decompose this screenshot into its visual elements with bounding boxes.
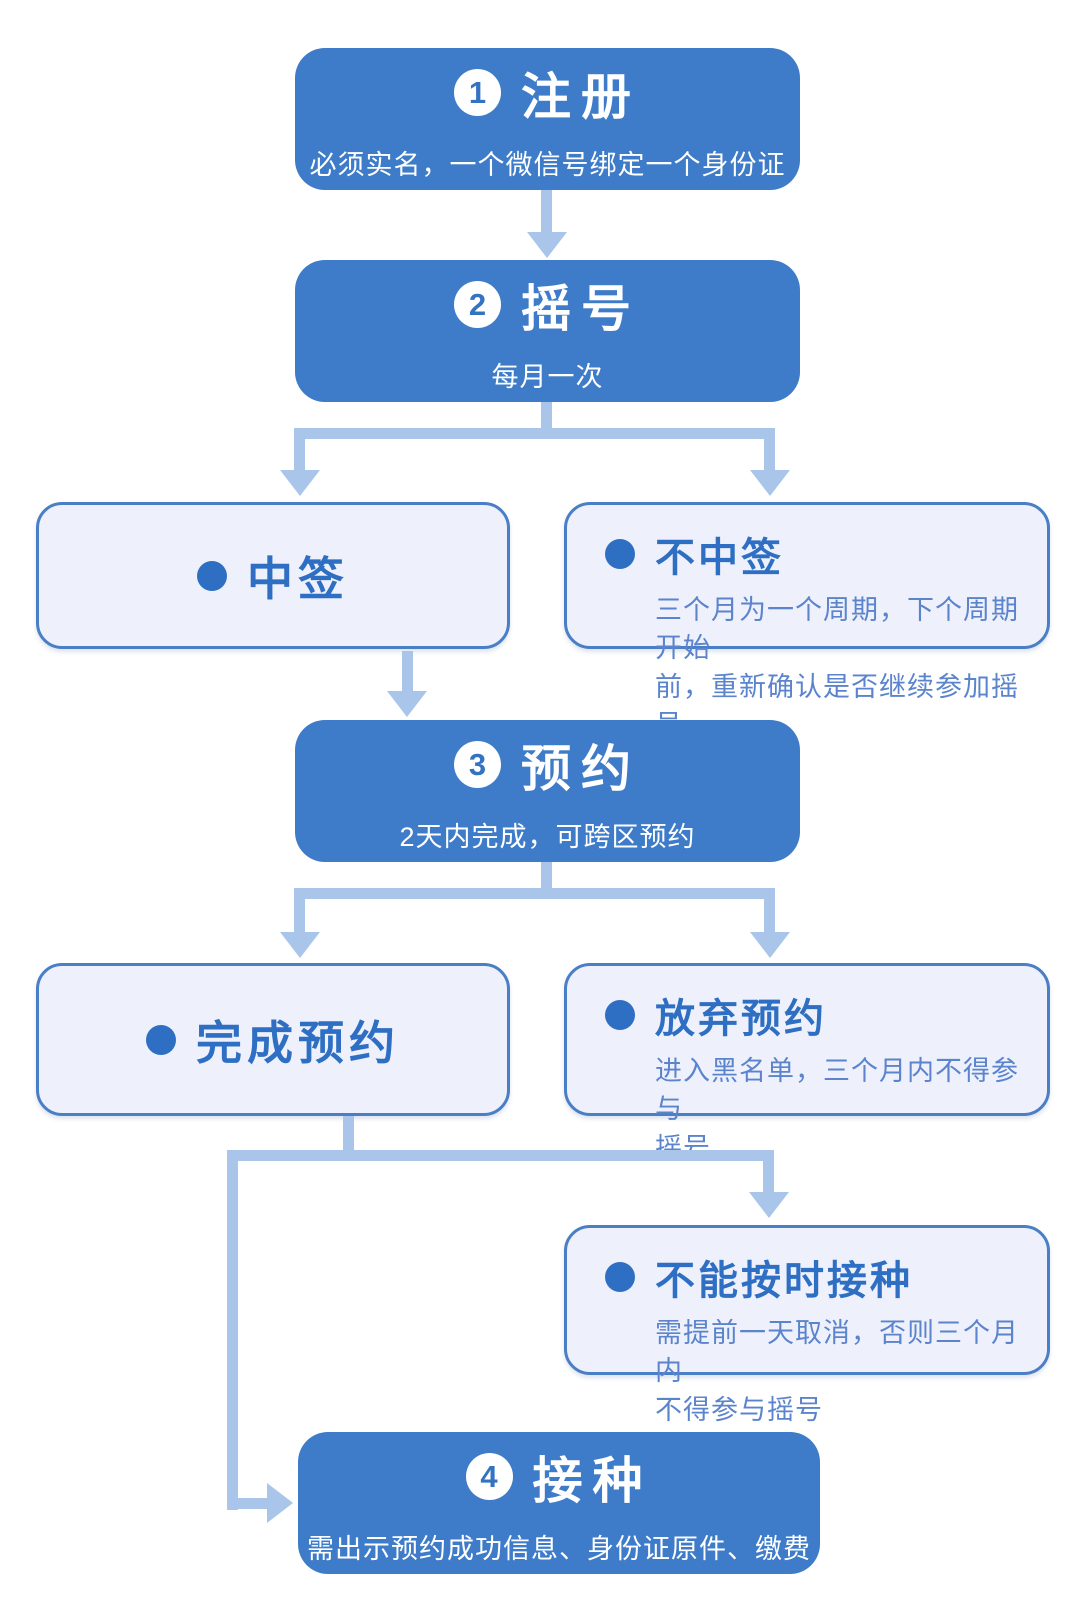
outcome-lose-title: 不中签 [655,536,784,580]
arrow-down-icon [280,470,320,496]
arrow-down-icon [750,470,790,496]
arrow-down-icon [750,932,790,958]
step-4-number-badge-icon: 4 [465,1453,513,1500]
arrow-down-icon [387,691,427,717]
step-lottery-subtitle: 每月一次 [491,361,604,392]
connector-complete-to-vaccinate-line [227,1150,238,1510]
step-register-subtitle: 必须实名，一个微信号绑定一个身份证 [309,149,786,180]
step-2-number-badge-icon: 2 [454,281,501,328]
arrow-down-icon [280,932,320,958]
outcome-box-miss: 不能按时接种 需提前一天取消，否则三个月内 不得参与摇号 [564,1225,1050,1425]
outcome-complete-title: 完成预约 [196,1016,400,1069]
arrow-down-icon [527,232,567,258]
outcome-box-win: 中签 [36,502,510,649]
connector-register-to-lottery-line [541,190,552,234]
outcome-box-abandon: 放弃预约 进入黑名单，三个月内不得参与 摇号 [564,963,1050,1163]
outcome-win-title: 中签 [247,552,349,605]
outcome-abandon-title-row: 放弃预约 [605,986,1023,1044]
step-appointment-subtitle: 2天内完成，可跨区预约 [399,821,696,852]
step-box-lottery: 2 摇号 每月一次 [295,260,800,402]
connector-appointment-to-complete-line [294,888,305,934]
connector-lottery-to-win-line [294,428,305,472]
connector-complete-to-miss-line [763,1150,774,1194]
bullet-icon [146,1024,176,1055]
connector-complete-stub-line [343,1116,354,1156]
step-register-title: 注册 [521,68,641,125]
outcome-miss-title-row: 不能按时接种 [605,1248,1023,1306]
step-box-register: 1 注册 必须实名，一个微信号绑定一个身份证 [295,48,800,190]
arrow-down-icon [749,1192,789,1218]
outcome-abandon-title: 放弃预约 [655,997,827,1041]
step-1-number-badge-icon: 1 [454,69,501,116]
outcome-box-complete: 完成预约 [36,963,510,1116]
connector-lottery-stub-line [541,402,552,434]
step-lottery-title: 摇号 [521,280,641,337]
connector-complete-branch-line [227,1150,774,1161]
outcome-miss-title: 不能按时接种 [655,1259,913,1303]
connector-appointment-stub-line [541,862,552,894]
outcome-complete-title-row: 完成预约 [146,1007,400,1073]
step-box-appointment: 3 预约 2天内完成，可跨区预约 [295,720,800,862]
connector-lottery-branch-line [294,428,775,439]
step-3-number-badge-icon: 3 [454,741,501,788]
bullet-icon [605,1262,635,1292]
step-vaccinate-title: 接种 [532,1452,653,1509]
step-lottery-title-row: 2 摇号 [454,269,641,341]
arrow-right-icon [267,1483,293,1523]
step-box-vaccinate: 4 接种 需出示预约成功信息、身份证原件、缴费 [298,1432,820,1574]
outcome-miss-note: 需提前一天取消，否则三个月内 不得参与摇号 [655,1318,1019,1425]
connector-appointment-branch-line [294,888,775,899]
bullet-icon [605,539,635,569]
connector-lottery-to-lose-line [764,428,775,472]
step-appointment-title-row: 3 预约 [454,729,641,801]
connector-appointment-to-abandon-line [764,888,775,934]
connector-win-to-appointment-line [402,651,413,693]
bullet-icon [605,1000,635,1030]
outcome-abandon-note: 进入黑名单，三个月内不得参与 摇号 [655,1056,1019,1163]
bullet-icon [197,560,227,591]
outcome-lose-title-row: 不中签 [605,525,1023,583]
step-vaccinate-subtitle: 需出示预约成功信息、身份证原件、缴费 [307,1533,811,1564]
outcome-win-title-row: 中签 [197,543,349,609]
connector-vaccinate-elbow-line [227,1498,269,1509]
step-vaccinate-title-row: 4 接种 [465,1441,653,1513]
step-appointment-title: 预约 [521,740,641,797]
step-register-title-row: 1 注册 [454,57,641,129]
outcome-box-lose: 不中签 三个月为一个周期，下个周期开始 前，重新确认是否继续参加摇号 [564,502,1050,740]
